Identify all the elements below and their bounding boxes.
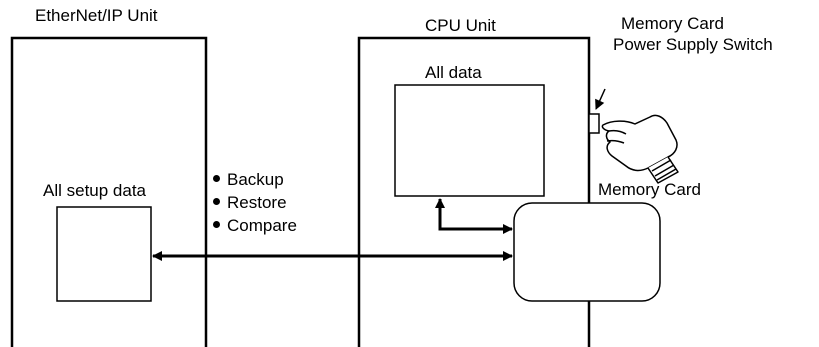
memory-card-label: Memory Card: [598, 180, 701, 199]
operation-item: Restore: [213, 191, 297, 214]
operation-label: Backup: [227, 170, 284, 189]
cpu-unit-label: CPU Unit: [425, 16, 496, 35]
switch-label-line1: Memory Card: [621, 14, 724, 33]
operation-item: Compare: [213, 214, 297, 237]
all-data-box: [394, 84, 545, 197]
setup-data-label: All setup data: [43, 181, 147, 200]
power-switch: [588, 113, 600, 134]
bullet-icon: [213, 221, 220, 229]
operation-label: Restore: [227, 193, 287, 212]
ethernet-unit-label: EtherNet/IP Unit: [35, 6, 158, 25]
memory-card-box: [513, 202, 661, 302]
cpu-memory-card-arrow: [435, 198, 513, 234]
bullet-icon: [213, 175, 220, 183]
ethernet-unit-frame: [10, 36, 208, 347]
operation-label: Compare: [227, 216, 297, 235]
operations-list: Backup Restore Compare: [213, 168, 297, 237]
pointing-hand-icon: [601, 114, 679, 184]
bullet-icon: [213, 198, 220, 206]
operation-item: Backup: [213, 168, 297, 191]
switch-leader-line: [595, 88, 606, 110]
switch-label-line2: Power Supply Switch: [613, 35, 773, 54]
cpu-unit-frame: [357, 36, 591, 347]
all-data-label: All data: [425, 63, 482, 82]
setup-data-box: [56, 206, 152, 302]
